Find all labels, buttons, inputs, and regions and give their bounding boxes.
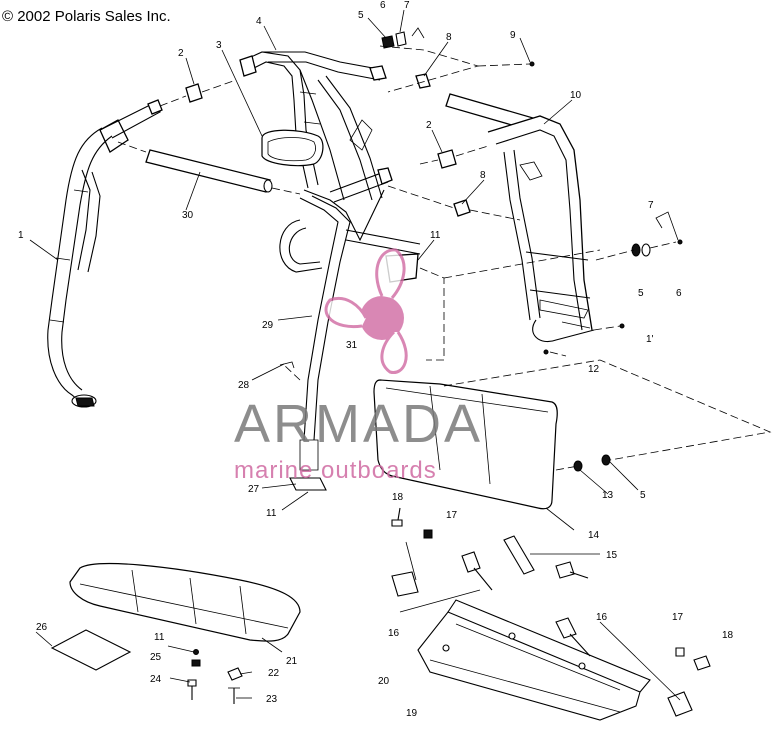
callout-14: 14 (588, 530, 600, 541)
roof-frame (239, 51, 387, 201)
callout-23: 23 (266, 694, 278, 705)
copyright-notice: © 2002 Polaris Sales Inc. (2, 8, 171, 25)
callout-4: 4 (256, 16, 262, 27)
headrest-pad (261, 129, 324, 167)
callout-10: 10 (570, 90, 582, 101)
callout-16-right: 16 (596, 612, 608, 623)
callout-5-top: 5 (358, 10, 364, 21)
seat-back (373, 359, 772, 510)
callout-15: 15 (606, 550, 618, 561)
callout-7-top: 7 (404, 0, 410, 11)
callout-27: 27 (248, 484, 260, 495)
callout-2-top: 2 (178, 48, 184, 59)
callout-20: 20 (378, 676, 390, 687)
callout-30: 30 (182, 210, 194, 221)
callout-5-right: 5 (638, 288, 644, 299)
callout-labels: 1 2 2 3 4 5 5 5 6 6 7 7 8 8 9 10 11 1' 1… (18, 0, 734, 719)
callout-22: 22 (268, 668, 280, 679)
callout-31: 31 (346, 340, 358, 351)
callout-1-left: 1 (18, 230, 24, 241)
callout-29: 29 (262, 320, 274, 331)
callout-9: 9 (510, 30, 516, 41)
callout-5-lower: 5 (640, 490, 646, 501)
seat-hardware (187, 507, 711, 717)
callout-12: 12 (588, 364, 600, 375)
left-side-frame (47, 99, 163, 408)
callout-18-mid: 18 (392, 492, 404, 503)
callout-13: 13 (602, 490, 614, 501)
callout-8-top: 8 (446, 32, 452, 43)
callout-18-right: 18 (722, 630, 734, 641)
callout-3: 3 (216, 40, 222, 51)
callout-11-mid: 11 (430, 230, 441, 241)
callout-8-mid: 8 (480, 170, 486, 181)
seat-cushion (69, 562, 301, 642)
watermark-subtitle: marine outboards (234, 457, 437, 484)
seat-base (417, 599, 651, 721)
callout-19: 19 (406, 708, 418, 719)
callout-26: 26 (36, 622, 48, 633)
callout-11-seat: 11 (154, 632, 165, 643)
watermark-title: ARMADA (234, 394, 483, 454)
callout-21: 21 (286, 656, 298, 667)
callout-17-mid: 17 (446, 510, 458, 521)
decal-sheet (35, 629, 132, 671)
callout-leaders (29, 9, 639, 699)
spacer-sleeves (159, 73, 521, 221)
callout-24: 24 (150, 674, 162, 685)
callout-11-low: 11 (266, 508, 277, 519)
callout-28: 28 (238, 380, 250, 391)
callout-7-right: 7 (648, 200, 654, 211)
callout-6-top: 6 (380, 0, 386, 11)
top-fasteners (379, 27, 535, 93)
right-fasteners (419, 211, 683, 361)
callout-6-right: 6 (676, 288, 682, 299)
callout-17-right: 17 (672, 612, 684, 623)
callout-25: 25 (150, 652, 162, 663)
right-side-frame (445, 93, 595, 342)
callout-16-left: 16 (388, 628, 400, 639)
callout-11-right: 1' (646, 334, 654, 345)
cross-tube (117, 141, 301, 195)
watermark-logo (324, 248, 408, 374)
callout-2-mid: 2 (426, 120, 432, 131)
